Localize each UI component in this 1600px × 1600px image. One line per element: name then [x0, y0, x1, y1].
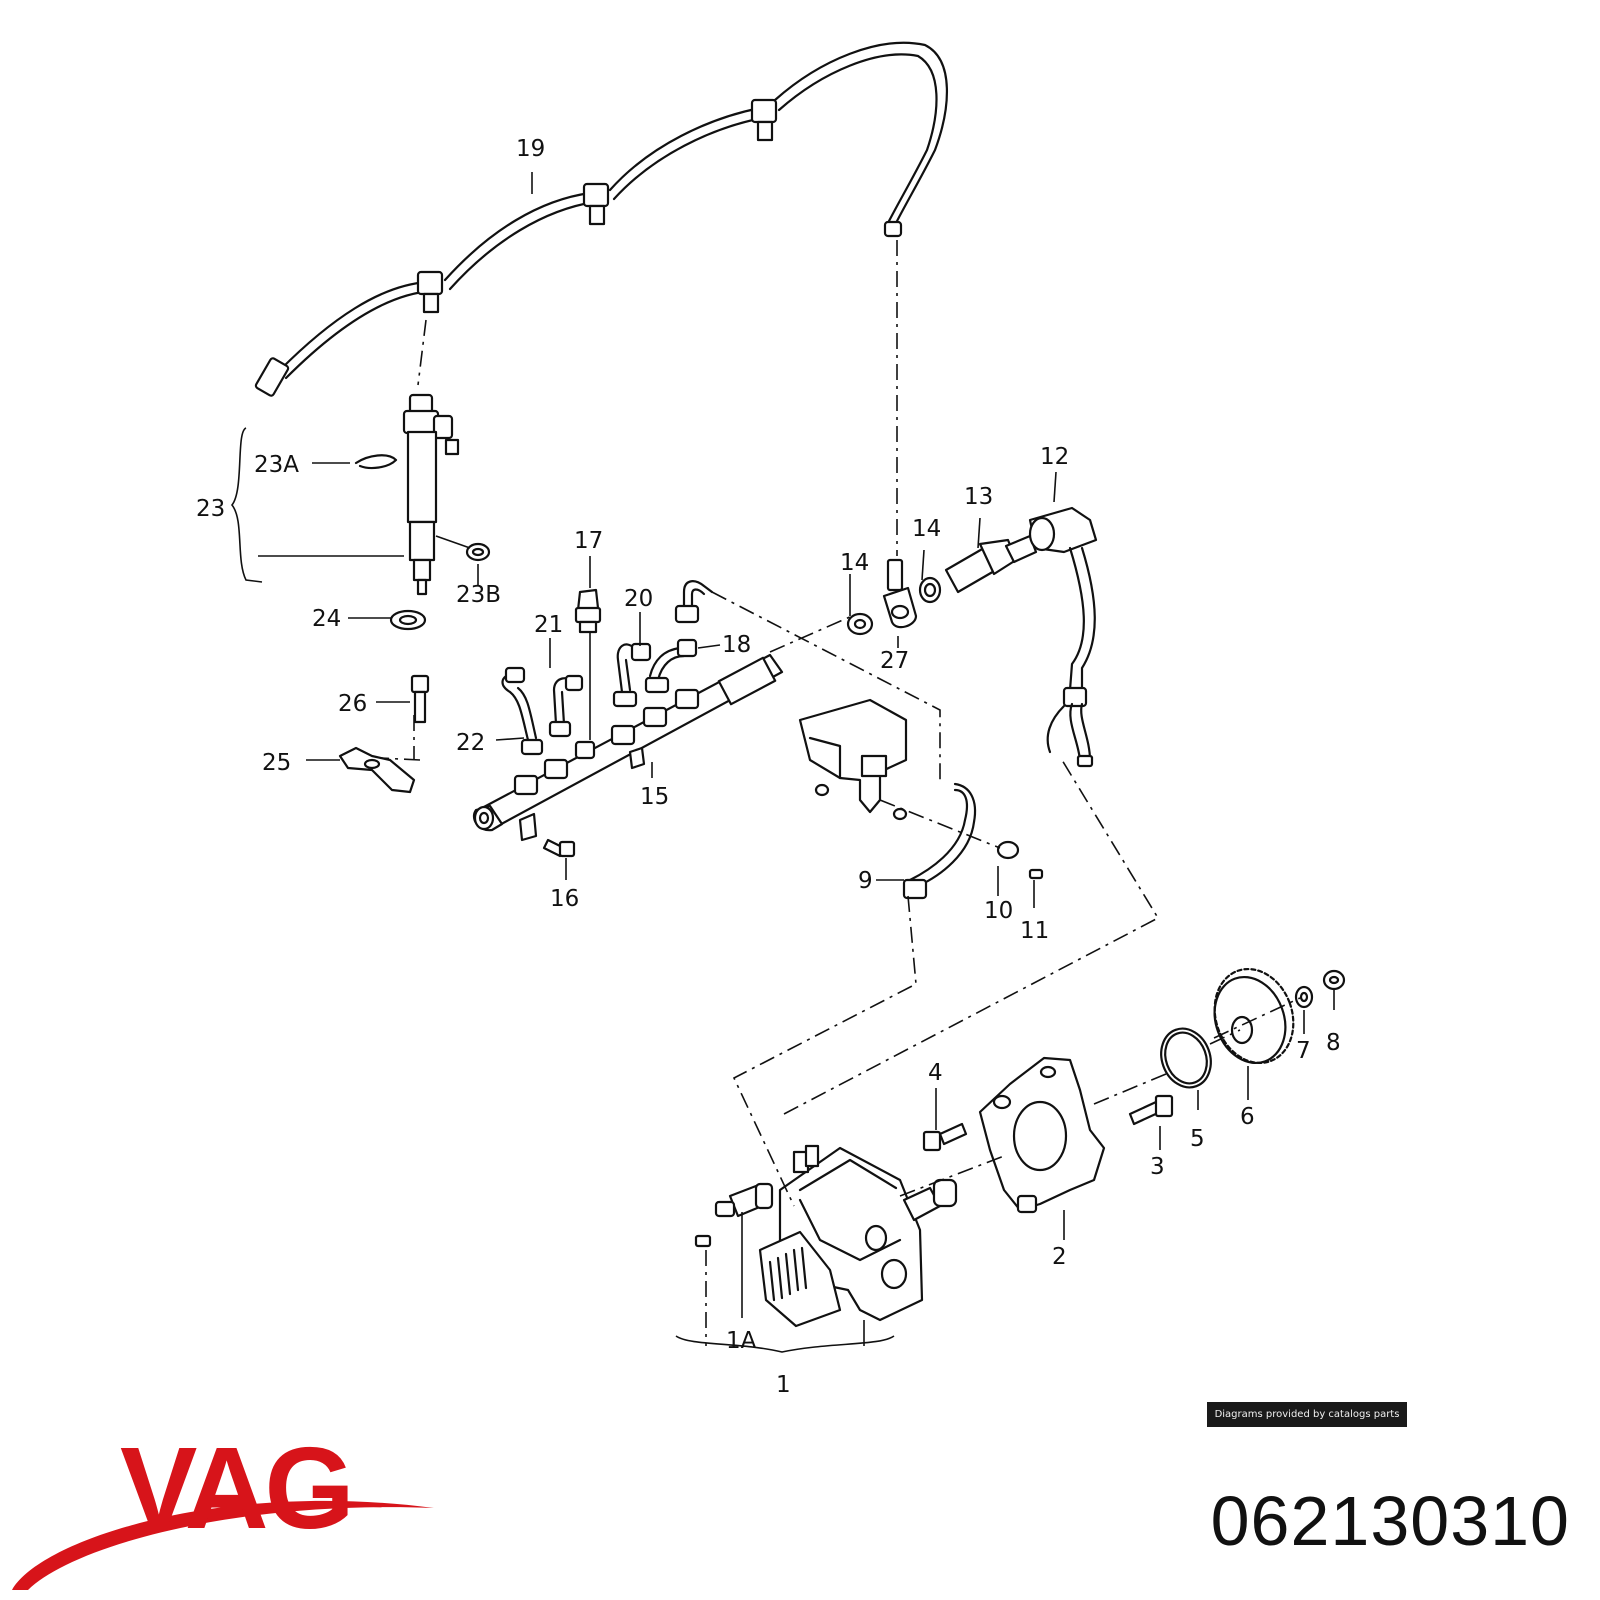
rail-bracket [798, 698, 908, 821]
callout-4: 4 [928, 1060, 943, 1086]
callout-1a: 1A [726, 1328, 757, 1354]
callout-26: 26 [338, 691, 367, 717]
callout-15: 15 [640, 784, 669, 810]
callout-17: 17 [574, 528, 603, 554]
callout-7: 7 [1296, 1038, 1311, 1064]
callout-14b: 14 [912, 516, 941, 542]
assembly-lines [379, 240, 1301, 1346]
logo-swoosh [12, 1500, 434, 1590]
vag-logo: VAG [12, 1423, 434, 1590]
callout-18: 18 [722, 632, 751, 658]
callout-13: 13 [964, 484, 993, 510]
logo-text: VAG [120, 1423, 351, 1553]
callout-2: 2 [1052, 1244, 1067, 1270]
callout-20: 21 [534, 612, 563, 638]
pressure-valve-assembly [846, 506, 1098, 768]
callout-labels: 19 23A 23 23B 24 26 25 22 21 17 20 18 15… [196, 136, 1341, 1398]
high-pressure-pump [694, 1144, 958, 1328]
callout-16: 16 [550, 886, 579, 912]
callout-24: 24 [312, 606, 341, 632]
return-pipe [902, 782, 1044, 900]
callout-14a: 14 [840, 550, 869, 576]
callout-22: 19 [516, 136, 545, 162]
callout-25: 25 [262, 750, 291, 776]
callout-10: 10 [984, 898, 1013, 924]
fuel-rail [472, 580, 784, 858]
callout-3: 3 [1150, 1154, 1165, 1180]
leader-lines [230, 172, 1335, 1353]
callout-23b: 23B [456, 582, 501, 608]
callout-21: 22 [456, 730, 485, 756]
callout-8: 8 [1326, 1030, 1341, 1056]
clamp-and-bolt [338, 674, 430, 794]
leak-off-hose [254, 41, 948, 397]
injector [354, 393, 491, 631]
callout-1: 1 [776, 1372, 791, 1398]
callout-27: 27 [880, 648, 909, 674]
callout-6: 6 [1240, 1104, 1255, 1130]
part-number: 062130310 [1210, 1482, 1570, 1560]
callout-23a: 23A [254, 452, 299, 478]
callout-23: 23 [196, 496, 225, 522]
pump-flange [922, 1056, 1174, 1214]
callout-11: 11 [1020, 918, 1049, 944]
gear-assembly [1160, 967, 1346, 1089]
callout-19: 20 [624, 586, 653, 612]
callout-9: 9 [858, 868, 873, 894]
callout-5: 5 [1190, 1126, 1205, 1152]
callout-12: 12 [1040, 444, 1069, 470]
credit-badge: Diagrams provided by catalogs parts [1207, 1402, 1407, 1427]
